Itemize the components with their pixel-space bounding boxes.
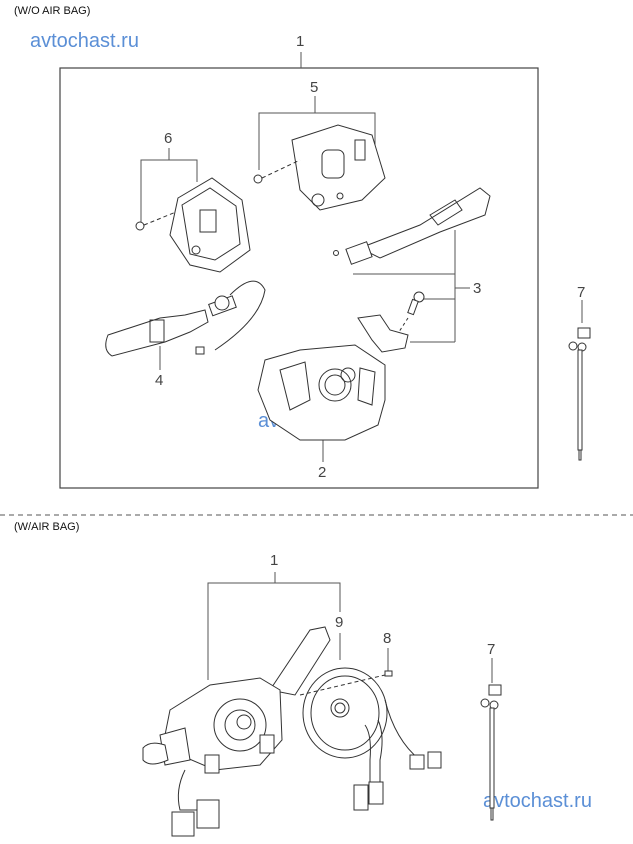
part-cable-tie-top: [568, 327, 591, 461]
part-switch-housing: [257, 344, 386, 441]
bracket-1-bottom: [207, 572, 341, 680]
part-cover-lower: [135, 177, 251, 273]
part-bolt: [394, 291, 425, 339]
part-wiper-switch: [333, 187, 491, 265]
callout-6: 6: [164, 130, 173, 147]
callout-7-bottom: 7: [487, 641, 496, 658]
bracket-6: [140, 148, 198, 222]
part-wiper-bracket: [357, 314, 409, 353]
callout-1: 1: [296, 33, 305, 50]
watermark: avtochast.ru: [483, 790, 592, 812]
callout-1-bottom: 1: [270, 552, 279, 569]
callout-2: 2: [318, 464, 327, 481]
watermark: avtochast.ru: [30, 30, 139, 52]
section-label-with-airbag: (W/AIR BAG): [14, 521, 80, 533]
part-clock-spring: [299, 667, 442, 811]
section-label-without-airbag: (W/O AIR BAG): [14, 5, 91, 17]
part-cover-upper: [253, 124, 386, 211]
callout-9: 9: [335, 614, 344, 631]
callout-7: 7: [577, 284, 586, 301]
part-light-switch: [105, 280, 266, 357]
part-combination-switch: [142, 626, 331, 837]
callout-8: 8: [383, 630, 392, 647]
callout-4: 4: [155, 372, 164, 389]
callout-5: 5: [310, 79, 319, 96]
bracket-3: [353, 230, 470, 343]
callout-3: 3: [473, 280, 482, 297]
part-cable-tie-bottom: [480, 684, 502, 821]
part-screw: [384, 670, 393, 677]
bracket-5: [258, 96, 376, 170]
assembly-frame: [59, 67, 539, 489]
